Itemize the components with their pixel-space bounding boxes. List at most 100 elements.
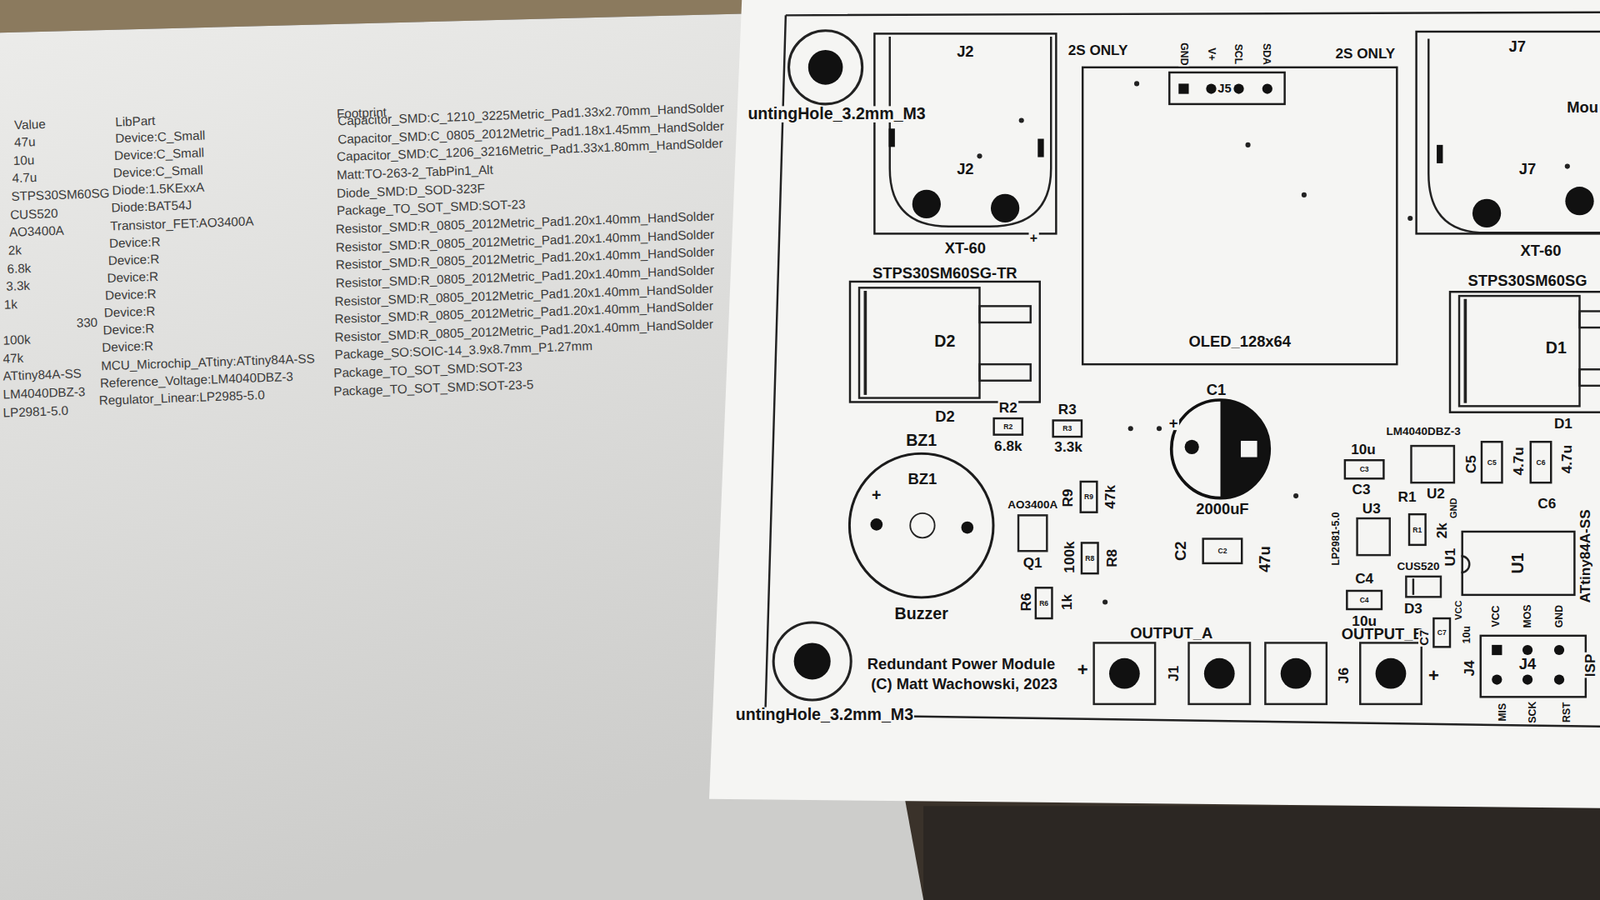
mounting-hole [808, 50, 844, 85]
reference-designator: J7 [1519, 160, 1536, 176]
silkscreen-label: R2 [998, 400, 1019, 415]
silkscreen-label: CUS520 [1395, 560, 1440, 572]
reference-designator: U1 [1510, 552, 1527, 574]
silkscreen-label: Q1 [1022, 555, 1044, 570]
reference-designator: D1 [1545, 340, 1567, 357]
module-label: OLED_128x64 [1188, 333, 1291, 349]
silkscreen-label: MOS [1522, 603, 1533, 629]
silkscreen-label: BZ1 [905, 432, 938, 450]
silkscreen-label: ISP [1582, 652, 1597, 678]
capacitor-footprint: C3 [1344, 459, 1385, 480]
output-hole [1204, 658, 1235, 690]
bom-cell: Device:R [103, 322, 155, 337]
xt60-slot [1037, 139, 1044, 158]
buzzer-pad [960, 521, 974, 535]
silkscreen-label: 3.3k [1053, 440, 1084, 455]
silkscreen-label: 4.7u [1559, 444, 1574, 475]
bom-cell: Device:R [106, 270, 159, 285]
bom-cell: Device:C_Small [113, 164, 204, 180]
silkscreen-label: 6.8k [993, 439, 1024, 454]
via [1293, 493, 1299, 499]
silkscreen-label: D1 [1553, 416, 1574, 431]
silkscreen-label: C5 [1463, 454, 1478, 475]
sod323-bar [1412, 578, 1415, 595]
sod323-outline [1405, 576, 1441, 597]
silkscreen-label: untingHole_3.2mm_M3 [746, 105, 927, 123]
silkscreen-label: XT-60 [944, 240, 987, 255]
silkscreen-label: Buzzer [893, 605, 950, 623]
silkscreen-label: 2S ONLY [1066, 42, 1129, 57]
to263-lead [1580, 369, 1600, 386]
bom-cell: STPS30SM60SG [10, 187, 110, 204]
mounting-hole [794, 642, 831, 680]
bom-cell: ATtiny84A-SS [2, 367, 82, 383]
silkscreen-label: R6 [1018, 591, 1033, 612]
header-pad [1178, 83, 1189, 94]
connector-outline: J7J7 [1415, 30, 1600, 235]
bom-cell: LibPart [115, 115, 156, 130]
sot23-outline [1018, 515, 1047, 551]
ic-footprint: U1 [1460, 530, 1575, 596]
xt60-outline [1428, 39, 1600, 234]
bom-cell: 1k [4, 298, 19, 312]
reference-designator: C3 [1360, 465, 1370, 474]
isp-header-outline: J4 [1480, 635, 1588, 699]
to263-body [859, 287, 980, 398]
reference-designator: R1 [1412, 525, 1422, 534]
silkscreen-label: LP2981-5.0 [1330, 510, 1341, 566]
silkscreen-label: 100k [1062, 540, 1077, 575]
bom-cell: Device:R [104, 305, 156, 320]
bom-cell: 4.7u [11, 171, 37, 185]
silkscreen-label: AO3400A [1006, 499, 1059, 510]
reference-designator: J4 [1519, 655, 1536, 671]
silkscreen-label: Mou [1565, 99, 1600, 115]
bom-cell: Device:C_Small [114, 146, 205, 163]
silkscreen-label: 47k [1103, 484, 1118, 510]
bom-cell: 47u [14, 135, 36, 150]
reference-designator: R2 [1003, 423, 1013, 431]
silkscreen-label: + [1427, 666, 1440, 685]
via [1407, 215, 1413, 221]
xt60-pin [912, 190, 941, 219]
mounting-hole-ring [789, 30, 863, 105]
isp-pad [1491, 674, 1502, 685]
silkscreen-label: 47u [1256, 545, 1272, 574]
silkscreen-label: + [870, 487, 883, 505]
output-hole [1109, 658, 1140, 690]
silkscreen-label: 2k [1435, 521, 1450, 540]
capacitor-pad [1185, 440, 1200, 455]
silkscreen-label: C7 [1418, 629, 1431, 647]
silkscreen-label: ATtiny84A-SS [1577, 508, 1592, 605]
pin-header-outline: J5 [1168, 71, 1286, 105]
bom-cell: 330 [76, 315, 99, 330]
silkscreen-label: GND [1554, 604, 1565, 630]
silkscreen-label: 2S ONLY [1334, 45, 1396, 60]
to263-body [1459, 295, 1580, 406]
capacitor-footprint: C2 [1201, 537, 1243, 565]
output-hole [1280, 658, 1312, 690]
silkscreen-label: D2 [934, 408, 956, 424]
silkscreen-label: OUTPUT_B [1340, 625, 1425, 641]
silkscreen-label: GND [1178, 41, 1189, 67]
output-pad [1189, 642, 1250, 704]
buzzer-outline-circle [849, 453, 994, 598]
bom-cell: LM4040DBZ-3 [2, 385, 85, 402]
buzzer-outline: BZ1 [848, 451, 995, 599]
isp-pad [1522, 674, 1533, 685]
capacitor-footprint: C5 [1480, 440, 1504, 484]
silkscreen-label: J1 [1166, 664, 1181, 683]
via [1156, 425, 1162, 431]
capacitor-pad [1240, 440, 1258, 458]
xt60-pin [990, 194, 1020, 223]
silkscreen-label: + [1076, 660, 1090, 679]
capacitor-footprint: C7 [1432, 617, 1451, 649]
bom-cell: Device:R [108, 235, 160, 250]
isp-pad [1522, 645, 1533, 655]
silkscreen-label: VCC [1455, 599, 1465, 621]
silkscreen-label: U3 [1361, 500, 1382, 515]
header-pad [1262, 83, 1273, 94]
via [1565, 164, 1570, 170]
resistor-footprint: R2 [992, 417, 1024, 436]
silkscreen-label: STPS30SM60SG [1466, 273, 1588, 289]
